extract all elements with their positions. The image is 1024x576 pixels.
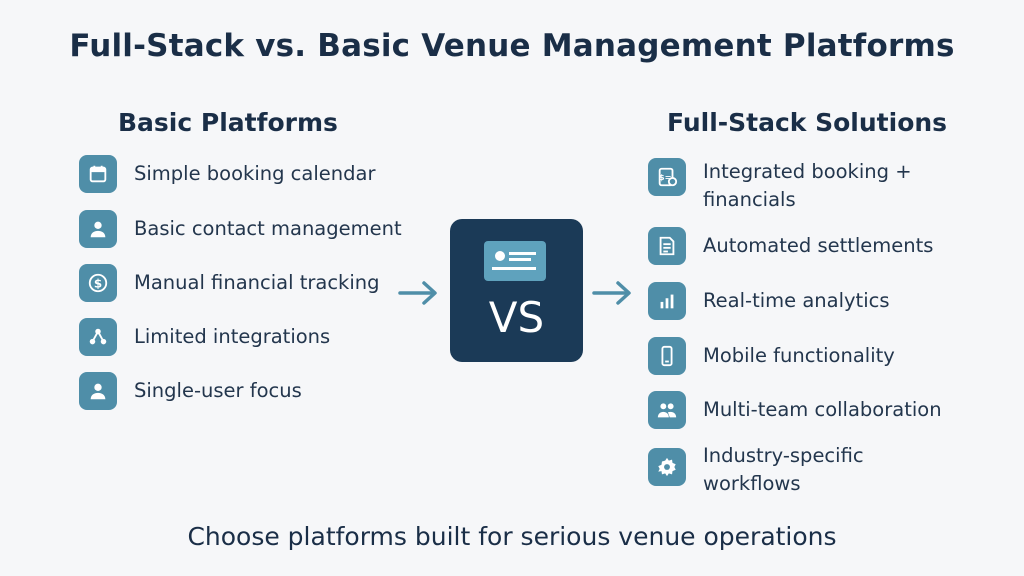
dollar-icon: $ bbox=[79, 264, 117, 302]
fullstack-item: Industry-specific workflows bbox=[648, 442, 903, 498]
fullstack-item: Mobile functionality bbox=[648, 337, 895, 375]
footer-tagline: Choose platforms built for serious venue… bbox=[187, 522, 837, 551]
arrow-right-icon bbox=[592, 281, 631, 305]
basic-item-label: Basic contact management bbox=[134, 217, 402, 240]
fullstack-item: Multi-team collaboration bbox=[648, 391, 942, 429]
basic-item: Basic contact management bbox=[79, 210, 402, 248]
gear-icon bbox=[648, 448, 686, 486]
svg-text:$: $ bbox=[94, 277, 102, 291]
fullstack-item-label: Industry-specific workflows bbox=[703, 444, 864, 495]
basic-item: Limited integrations bbox=[79, 318, 330, 356]
arrow-right-icon bbox=[398, 281, 437, 305]
fullstack-item: Real-time analytics bbox=[648, 282, 890, 320]
vs-label: VS bbox=[488, 293, 545, 342]
invoice-gear-icon: $= bbox=[648, 158, 686, 196]
fullstack-item-label: Integrated booking + financials bbox=[703, 160, 912, 211]
fullstack-item: $= Integrated booking + financials bbox=[648, 158, 943, 214]
vs-badge: VS bbox=[450, 219, 583, 362]
user-icon bbox=[79, 210, 117, 248]
fullstack-item-label: Mobile functionality bbox=[703, 344, 895, 367]
user-icon bbox=[79, 372, 117, 410]
fullstack-item-label: Multi-team collaboration bbox=[703, 398, 942, 421]
network-icon bbox=[79, 318, 117, 356]
id-card-icon bbox=[484, 241, 546, 281]
fullstack-item-label: Real-time analytics bbox=[703, 289, 890, 312]
basic-heading: Basic Platforms bbox=[118, 108, 338, 137]
fullstack-item: Automated settlements bbox=[648, 227, 933, 265]
basic-item-label: Manual financial tracking bbox=[134, 271, 380, 294]
basic-item-label: Single-user focus bbox=[134, 379, 302, 402]
basic-item-label: Limited integrations bbox=[134, 325, 331, 348]
basic-item: $ Manual financial tracking bbox=[79, 264, 380, 302]
fullstack-heading: Full-Stack Solutions bbox=[667, 108, 948, 137]
document-icon bbox=[648, 227, 686, 265]
fullstack-item-label: Automated settlements bbox=[703, 234, 934, 257]
basic-item: Single-user focus bbox=[79, 372, 302, 410]
team-icon bbox=[648, 391, 686, 429]
basic-item: Simple booking calendar bbox=[79, 155, 375, 193]
bar-chart-icon bbox=[648, 282, 686, 320]
basic-item-label: Simple booking calendar bbox=[134, 162, 376, 185]
calendar-icon bbox=[79, 155, 117, 193]
page-title: Full-Stack vs. Basic Venue Management Pl… bbox=[69, 28, 955, 64]
mobile-icon bbox=[648, 337, 686, 375]
svg-text:$=: $= bbox=[659, 172, 672, 182]
